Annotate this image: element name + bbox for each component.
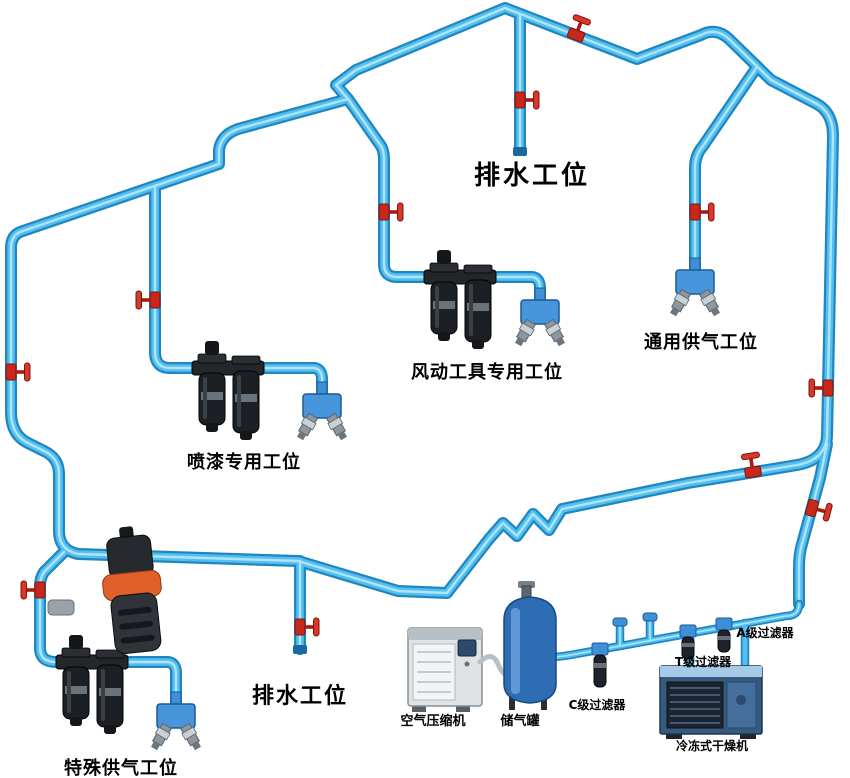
label-tank: 储气罐 bbox=[500, 714, 540, 729]
valve-icon bbox=[20, 580, 46, 600]
label-paint: 喷漆专用工位 bbox=[187, 452, 301, 473]
frl-unit-pneumatic-tool bbox=[423, 249, 497, 350]
air-compressor bbox=[407, 627, 483, 712]
label-filter-t: T级过滤器 bbox=[674, 655, 732, 669]
label-compressor: 空气压缩机 bbox=[400, 714, 466, 729]
valve-icon bbox=[5, 362, 31, 382]
label-drain-top: 排水工位 bbox=[473, 161, 591, 191]
coupler-station-paint bbox=[293, 381, 351, 443]
air-dryer bbox=[659, 665, 763, 739]
valve-icon bbox=[294, 617, 320, 637]
filter-c-unit bbox=[591, 642, 609, 688]
coupler-station-general bbox=[666, 257, 724, 319]
hand-tool bbox=[47, 526, 162, 655]
coupler-station-pneumatic-tool bbox=[511, 287, 569, 349]
label-special-supply: 特殊供气工位 bbox=[64, 758, 178, 778]
label-general-supply: 通用供气工位 bbox=[644, 332, 758, 353]
coupler-station-special bbox=[147, 691, 205, 753]
frl-unit-paint bbox=[191, 340, 265, 441]
valve-icon bbox=[378, 202, 404, 222]
label-drain-bottom: 排水工位 bbox=[251, 684, 349, 709]
label-filter-c: C级过滤器 bbox=[568, 698, 626, 712]
drain-bottom-end-cap bbox=[293, 645, 307, 654]
label-pneumatic-tool: 风动工具专用工位 bbox=[411, 362, 563, 383]
valve-icon bbox=[689, 202, 715, 222]
riser-cap-icon bbox=[612, 617, 628, 627]
drain-top-end-cap bbox=[513, 147, 527, 156]
valve-icon bbox=[514, 90, 540, 110]
air-tank bbox=[503, 581, 557, 710]
riser-cap-icon bbox=[642, 612, 658, 622]
filter-a-unit bbox=[715, 617, 733, 653]
valve-icon bbox=[808, 378, 834, 398]
valve-icon bbox=[135, 290, 161, 310]
label-filter-a: A级过滤器 bbox=[736, 626, 794, 640]
label-dryer: 冷冻式干燥机 bbox=[675, 739, 749, 753]
